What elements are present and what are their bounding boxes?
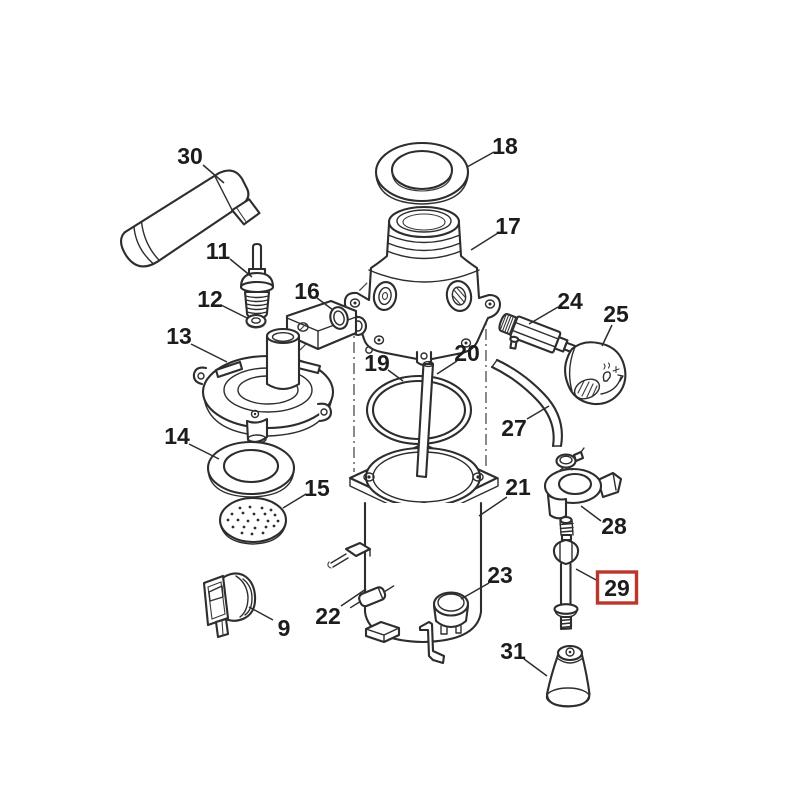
part-label-24: 24 (557, 288, 583, 314)
part-25-drawing (564, 341, 627, 406)
part-label-15: 15 (304, 475, 330, 501)
part-27-drawing (490, 358, 585, 469)
leader-line-15 (282, 493, 307, 509)
part-29-drawing (552, 515, 580, 631)
part-label-9: 9 (278, 615, 291, 641)
part-14-drawing (206, 440, 296, 498)
part-label-22: 22 (315, 603, 341, 629)
part-23-drawing (418, 591, 470, 665)
part-label-21: 21 (505, 474, 531, 500)
part-label-18: 18 (492, 133, 518, 159)
leader-line-21 (478, 496, 508, 517)
leader-line-20 (436, 360, 458, 375)
leader-line-24 (528, 306, 559, 325)
leader-line-25 (601, 324, 613, 347)
leader-line-30 (202, 164, 225, 184)
part-label-14: 14 (164, 423, 190, 449)
part-label-31: 31 (500, 638, 526, 664)
part-label-16: 16 (294, 278, 320, 304)
part-21-drawing (327, 442, 499, 644)
leader-line-18 (466, 151, 495, 168)
part-label-20: 20 (454, 340, 480, 366)
part-label-12: 12 (197, 286, 223, 312)
leader-line-9 (248, 606, 274, 621)
part-label-29: 29 (604, 575, 630, 601)
part-label-19: 19 (364, 350, 390, 376)
part-16-drawing (329, 306, 349, 330)
leader-line-14 (188, 443, 220, 460)
hose-clamp (555, 447, 585, 469)
part-label-28: 28 (601, 513, 627, 539)
highlight-box-29 (595, 570, 639, 605)
part-label-17: 17 (495, 213, 521, 239)
part-24-drawing (498, 313, 584, 356)
part-label-30: 30 (177, 143, 203, 169)
part-label-11: 11 (206, 238, 231, 264)
leader-line-11 (229, 258, 253, 278)
part-label-27: 27 (501, 415, 527, 441)
leader-line-12 (220, 304, 248, 319)
part-31-drawing (545, 644, 591, 708)
leader-line-27 (526, 405, 550, 420)
part-17-drawing (343, 205, 502, 367)
leader-line-23 (460, 582, 490, 600)
part-19-drawing (365, 374, 473, 446)
part-13-drawing (192, 299, 358, 444)
part-12-drawing (245, 313, 267, 329)
leader-line-17 (470, 232, 499, 251)
part-label-23: 23 (487, 562, 513, 588)
part-label-13: 13 (166, 323, 192, 349)
part-20-drawing (415, 360, 435, 479)
part-label-25: 25 (603, 301, 629, 327)
leader-line-22 (340, 588, 367, 607)
part-22-drawing (349, 585, 401, 644)
leader-line-16 (316, 297, 334, 311)
part-18-drawing (374, 141, 470, 205)
part-9-drawing (202, 572, 257, 639)
part-11-drawing (239, 242, 275, 320)
leader-line-29 (575, 568, 599, 582)
leader-line-31 (523, 658, 548, 677)
leader-line-19 (387, 369, 404, 382)
leader-line-28 (580, 505, 602, 522)
part-30-drawing (120, 169, 261, 268)
part-15-drawing (218, 496, 288, 545)
screen-holes (226, 505, 280, 536)
leader-line-13 (190, 343, 228, 363)
part-28-drawing (543, 466, 623, 520)
